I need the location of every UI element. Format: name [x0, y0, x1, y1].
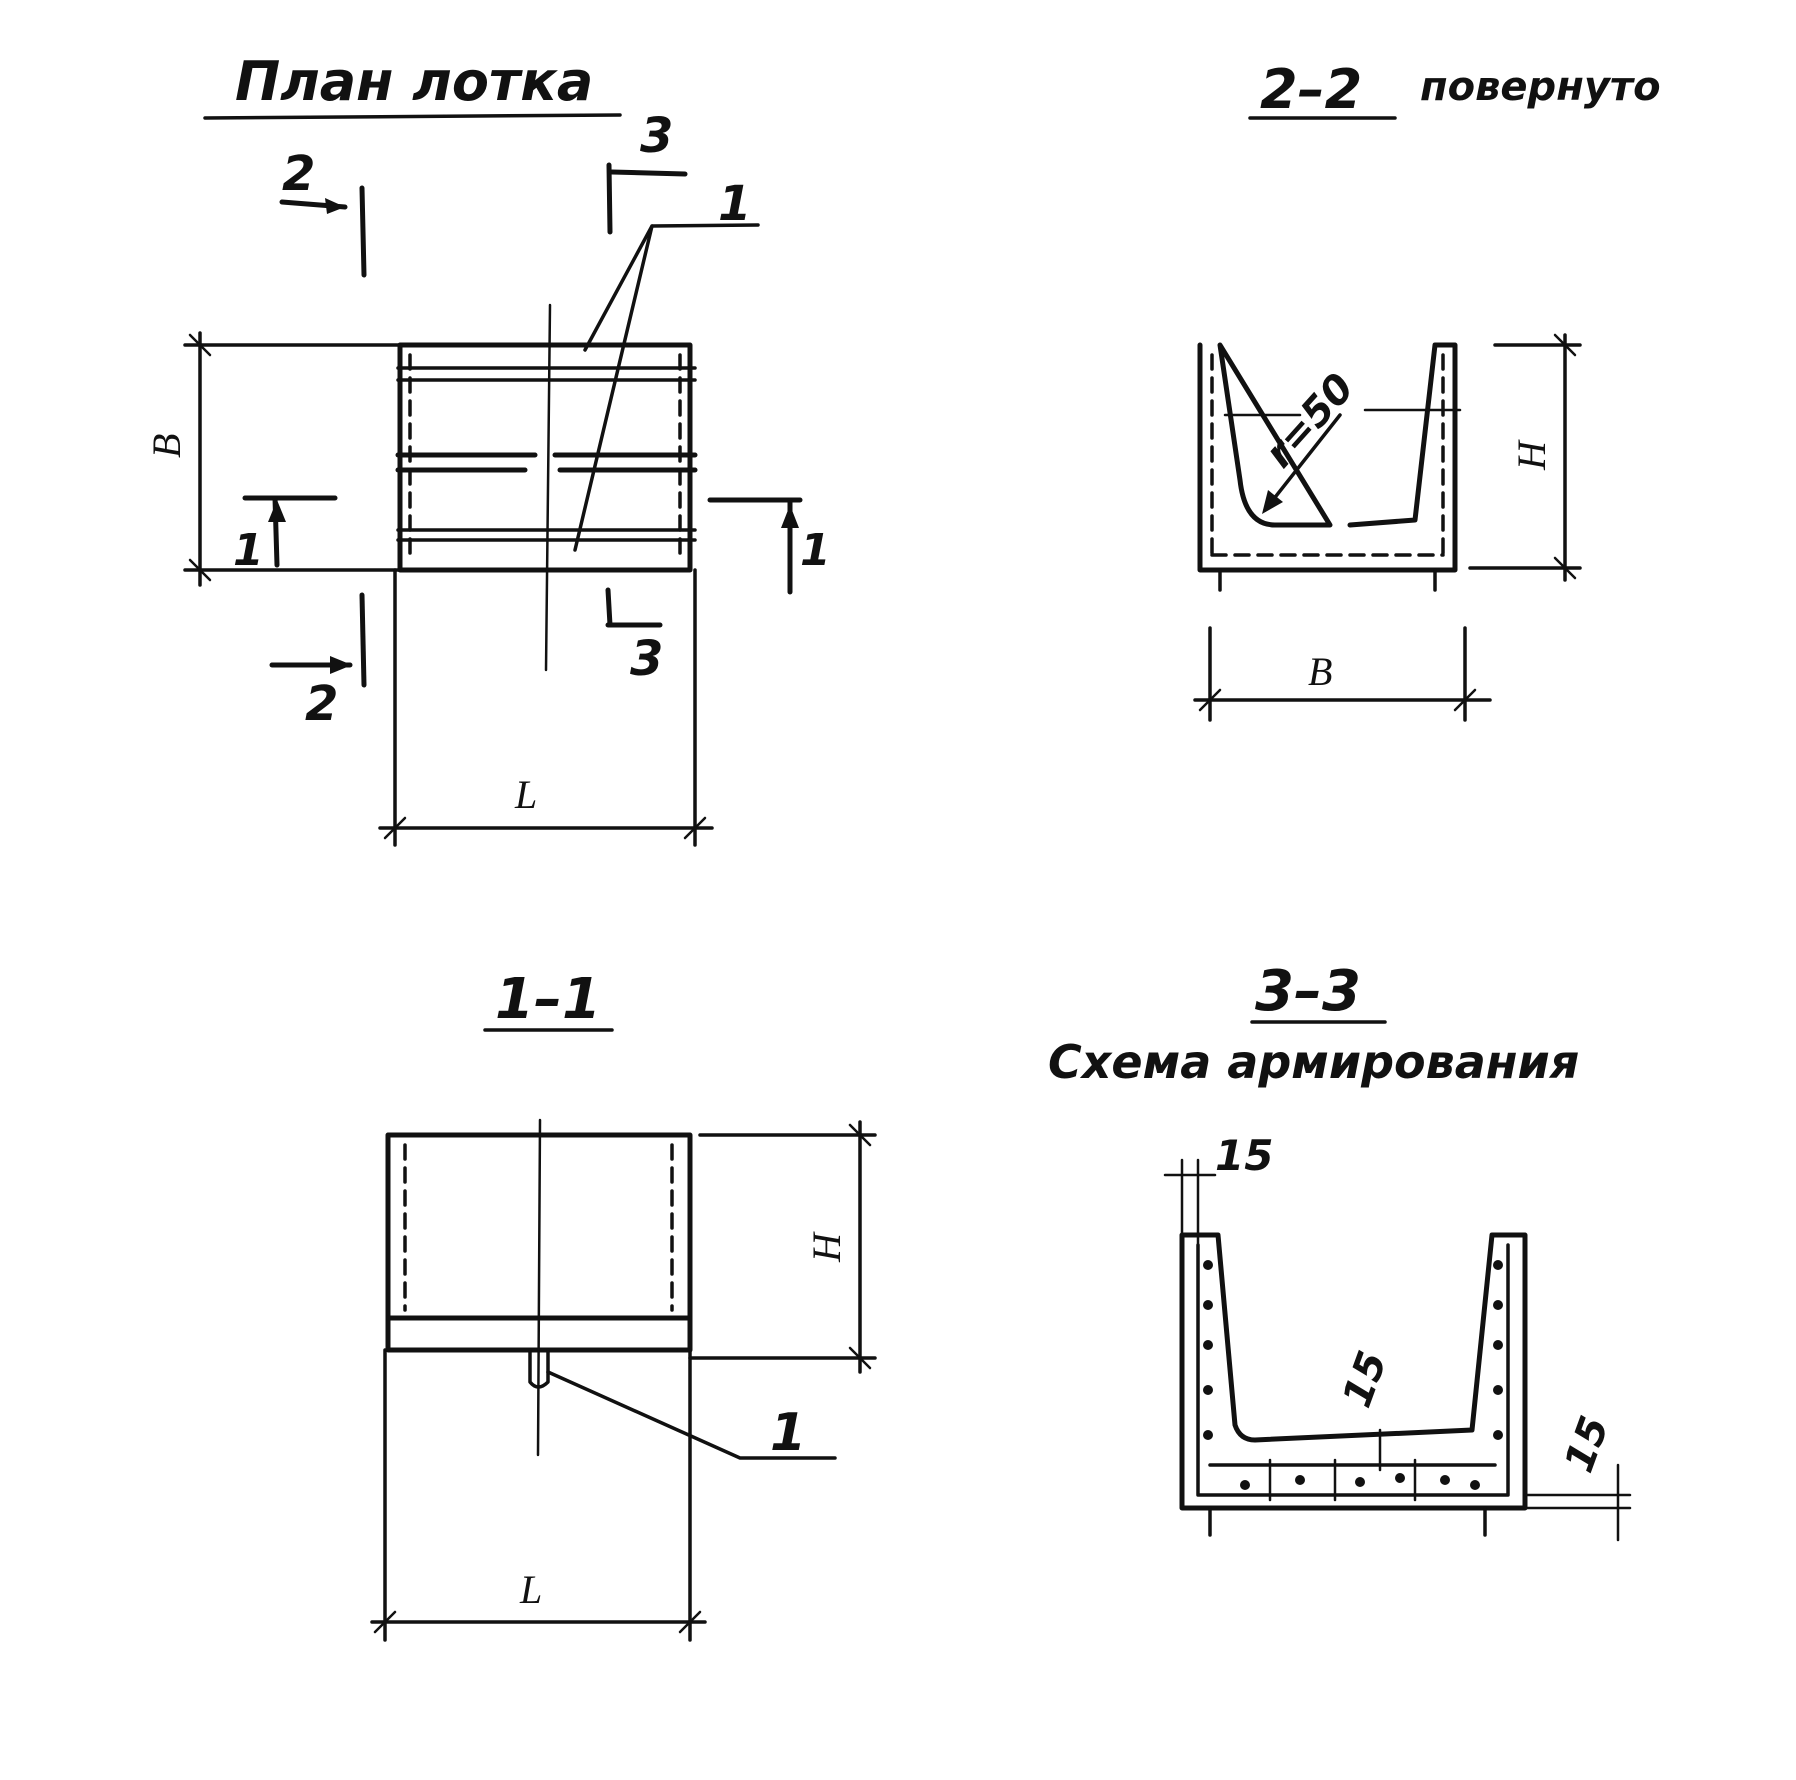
cover-dim-mid: 15	[1334, 1345, 1396, 1413]
leader-line-1-plan-a	[583, 223, 760, 352]
leader-line-1-plan-b	[573, 224, 654, 552]
section-2-2-title: 2–2	[1260, 58, 1362, 121]
section-1-1-embed	[528, 1348, 550, 1389]
dim-L-1-1-tick-right	[678, 1610, 702, 1634]
dim-H-2-2-tick-bottom	[1553, 556, 1577, 580]
dim-H-1-1-tick-bottom	[848, 1346, 872, 1370]
radius-leader	[1263, 413, 1342, 512]
section-3-3-rebar-dots	[1203, 1260, 1503, 1490]
dim-H-2-2: H	[1509, 439, 1554, 471]
cut-mark-1-right: 1	[800, 525, 831, 576]
section-3-3-profile	[1179, 1232, 1528, 1511]
leader-line-1-section	[546, 1370, 837, 1460]
dim-L-plan-tick-right	[683, 816, 707, 840]
dim-B-2-2-tick-right	[1453, 688, 1477, 712]
dim-B-plan-tick-bottom	[188, 558, 212, 582]
dim-B-2-2-tick-left	[1198, 688, 1222, 712]
section-3-3-rebar-cage	[1196, 1243, 1510, 1497]
leader-mark-1-plan: 1	[718, 176, 751, 232]
dim-H-1-1-tick-top	[848, 1123, 872, 1147]
dim-L-1-1-tick-left	[373, 1610, 397, 1634]
section-1-1-view: 1–1 1 H L	[370, 967, 877, 1642]
section-3-3-view: 3–3 Схема армирования	[1048, 959, 1632, 1542]
section-3-3-subtitle: Схема армирования	[1048, 1035, 1579, 1089]
radius-label: r=50	[1256, 365, 1363, 477]
plan-title-underline	[203, 113, 622, 120]
cut-line-2-bottom	[359, 592, 367, 688]
cut-arrowhead-1-left	[268, 500, 286, 522]
dim-H-2-2-tick-top	[1553, 333, 1577, 357]
cut-line-3-top	[606, 162, 613, 235]
cut-arrowhead-2-bottom	[330, 656, 352, 674]
cut-mark-3-top: 3	[640, 108, 673, 164]
section-1-1-centerline	[536, 1118, 542, 1457]
cover-dim-right: 15	[1556, 1410, 1618, 1478]
plan-title: План лотка	[235, 50, 593, 113]
dim-H-1-1: H	[804, 1231, 849, 1263]
dim-L-plan: L	[514, 772, 537, 817]
leader-mark-1-section: 1	[770, 1403, 806, 1463]
plan-centerline	[544, 303, 552, 672]
plan-view: План лотка 2 3 1 B	[144, 50, 831, 847]
cut-arrowhead-2-top	[325, 198, 345, 214]
section-2-2-view: 2–2 повернуто r=50 H B	[1193, 58, 1661, 722]
section-2-2-subtitle: повернуто	[1420, 64, 1661, 110]
cut-mark-3-bottom: 3	[630, 631, 663, 687]
section-1-1-title: 1–1	[495, 967, 601, 1032]
cut-line-2-top	[359, 185, 367, 278]
radius-arrowhead	[1262, 490, 1283, 514]
cut-mark-2-top: 2	[282, 146, 315, 202]
dim-B-plan: B	[144, 434, 189, 458]
cut-arrow-3-top	[609, 169, 688, 177]
cut-mark-2-bottom: 2	[305, 676, 338, 732]
dim-L-1-1: L	[519, 1567, 542, 1612]
dim-B-plan-tick-top	[188, 333, 212, 357]
dim-L-plan-tick-left	[383, 816, 407, 840]
dim-B-2-2: B	[1308, 649, 1332, 694]
cut-mark-1-left: 1	[233, 525, 264, 576]
cut-line-3-bottom	[605, 587, 613, 628]
cut-arrowhead-1-right	[781, 505, 799, 528]
section-3-3-title: 3–3	[1255, 959, 1361, 1024]
section-2-2-profile	[1197, 342, 1458, 573]
cover-dim-top: 15	[1215, 1131, 1273, 1180]
